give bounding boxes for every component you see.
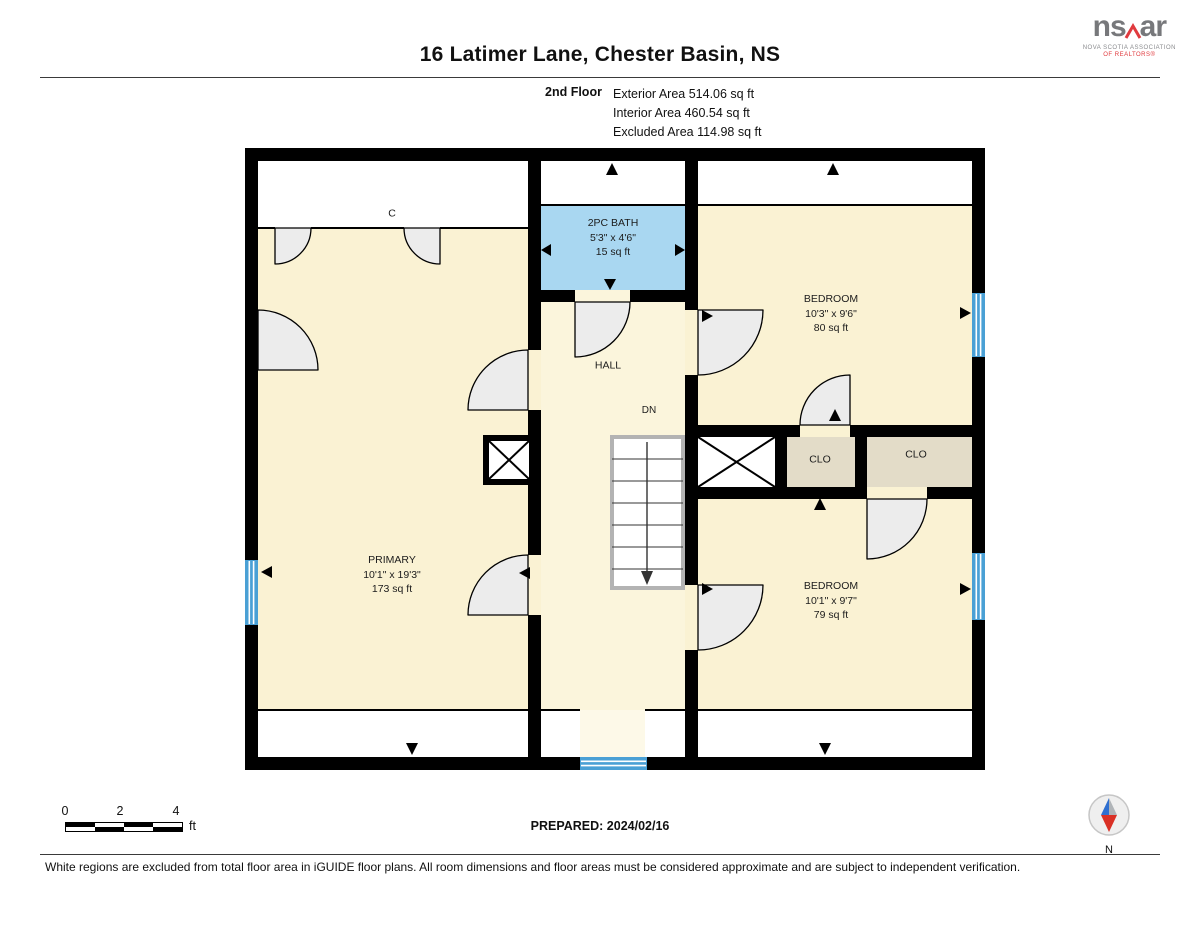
stat-exterior-area: Exterior Area 514.06 sq ft — [613, 87, 755, 101]
door-swing-icon — [257, 227, 928, 651]
disclaimer-text: White regions are excluded from total fl… — [45, 860, 1021, 874]
scale-bar: 0 2 4 ft — [62, 804, 262, 844]
scale-unit: ft — [189, 819, 196, 833]
area-boundary-lines — [258, 204, 972, 711]
nsar-caption-2: OF REALTORS® — [1103, 52, 1156, 58]
floor-label: 2nd Floor — [545, 85, 602, 99]
roof-peak-icon — [1124, 23, 1141, 39]
room-label-primary: PRIMARY 10'1" x 19'3" 173 sq ft — [363, 553, 421, 597]
void-x-box — [483, 435, 776, 488]
room-name: BEDROOM — [803, 579, 859, 592]
nsar-logo: ns ar NOVA SCOTIA ASSOCIATION OF REALTOR… — [1082, 12, 1176, 59]
page-title: 16 Latimer Lane, Chester Basin, NS — [419, 43, 781, 66]
stat-excluded-area: Excluded Area 114.98 sq ft — [613, 125, 762, 139]
scale-bar-graphic — [65, 822, 183, 832]
room-label-bedroom-bottom: BEDROOM 10'1" x 9'7" 79 sq ft — [804, 579, 858, 623]
room-floors — [258, 161, 972, 757]
door-openings — [528, 290, 927, 650]
stairs-direction: DN — [641, 405, 657, 416]
room-area: 15 sq ft — [595, 246, 631, 259]
room-label-bedroom-top: BEDROOM 10'3" x 9'6" 80 sq ft — [804, 292, 858, 336]
room-area: 79 sq ft — [813, 609, 849, 622]
scale-tick-2: 2 — [116, 804, 124, 818]
room-label-closet-right: CLO — [905, 448, 927, 463]
scale-tick-4: 4 — [172, 804, 180, 818]
direction-arrow-icon — [261, 163, 971, 755]
scale-tick-0: 0 — [61, 804, 69, 818]
room-area: 80 sq ft — [813, 322, 849, 335]
nsar-logo-word: ns ar — [1083, 12, 1176, 42]
staircase — [610, 435, 685, 590]
floor-plan-drawing — [245, 148, 985, 770]
room-label-hall: HALL — [595, 359, 621, 374]
room-name: C — [388, 207, 396, 220]
room-name: CLO — [905, 448, 927, 461]
room-dims: 10'3" x 9'6" — [805, 307, 857, 320]
room-name: HALL — [594, 359, 622, 372]
room-label-closet-c: C — [388, 207, 396, 222]
floor-stats: Exterior Area 514.06 sq ft Interior Area… — [613, 85, 761, 142]
stat-interior-area: Interior Area 460.54 sq ft — [613, 106, 750, 120]
room-name: 2PC BATH — [587, 216, 639, 229]
room-name: CLO — [809, 453, 831, 466]
compass-icon — [1088, 794, 1130, 836]
room-dims: 10'1" x 9'7" — [805, 594, 857, 607]
footer-divider — [40, 854, 1160, 855]
nsar-caption-1: NOVA SCOTIA ASSOCIATION — [1082, 45, 1176, 51]
header-divider — [40, 77, 1160, 78]
room-label-bath: 2PC BATH 5'3" x 4'6" 15 sq ft — [588, 216, 639, 260]
nsar-logo-right: ar — [1139, 10, 1167, 43]
nsar-logo-left: ns — [1092, 10, 1127, 43]
room-name: BEDROOM — [803, 292, 859, 305]
prepared-date: PREPARED: 2024/02/16 — [530, 819, 670, 833]
compass: N — [1086, 794, 1132, 856]
room-name: PRIMARY — [368, 553, 416, 566]
room-area: 173 sq ft — [371, 583, 413, 596]
compass-north-label: N — [1105, 844, 1113, 856]
room-dims: 10'1" x 19'3" — [363, 568, 421, 581]
stairs-dn-label: DN — [642, 404, 656, 418]
room-dims: 5'3" x 4'6" — [590, 231, 636, 244]
floor-plan: C 2PC BATH 5'3" x 4'6" 15 sq ft HALL DN … — [245, 148, 985, 770]
room-label-closet-left: CLO — [809, 453, 831, 468]
window-icon — [245, 293, 985, 770]
